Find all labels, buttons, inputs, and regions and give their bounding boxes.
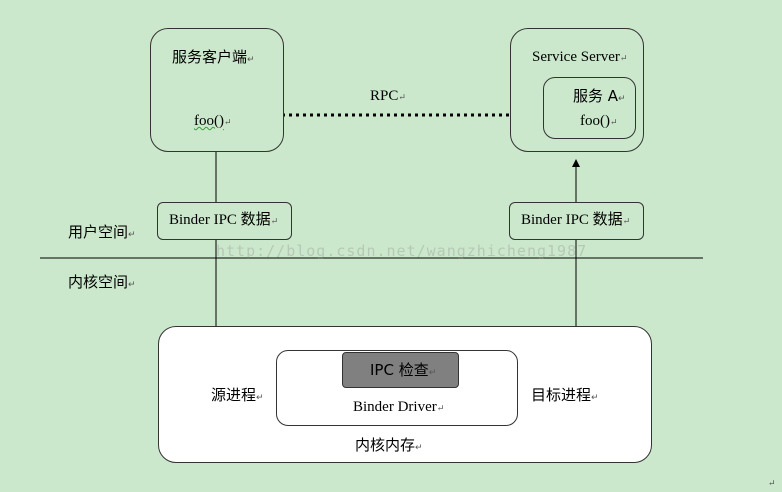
client-box [150,28,284,152]
rpc-label: RPC↵ [370,88,406,104]
binder-ipc-data-box-left [157,202,292,240]
binder-ipc-data-box-right [509,202,644,240]
service-call: foo()↵ [580,113,618,129]
ipc-check-label: IPC 检查↵ [370,361,437,379]
binder-ipc-data-label-right: Binder IPC 数据↵ [521,212,631,228]
client-title: 服务客户端↵ [172,48,255,66]
client-call: foo()↵ [194,113,232,129]
user-space-label: 用户空间↵ [68,223,136,241]
target-process-label: 目标进程↵ [531,386,599,404]
server-title: Service Server↵ [532,49,628,65]
watermark-text: http://blog.csdn.net/wangzhicheng1987 [216,242,588,260]
ipc-check-box [342,352,459,388]
source-process-label: 源进程↵ [211,386,264,404]
kernel-memory-label: 内核内存↵ [355,436,423,454]
binder-driver-label: Binder Driver↵ [353,399,445,415]
service-a-box [543,77,636,139]
binder-ipc-data-label-left: Binder IPC 数据↵ [169,212,279,228]
end-paragraph-mark: ↵ [768,478,776,488]
service-a-title: 服务 A↵ [573,87,626,105]
kernel-space-label: 内核空间↵ [68,273,136,291]
binder-driver-box [276,350,518,426]
